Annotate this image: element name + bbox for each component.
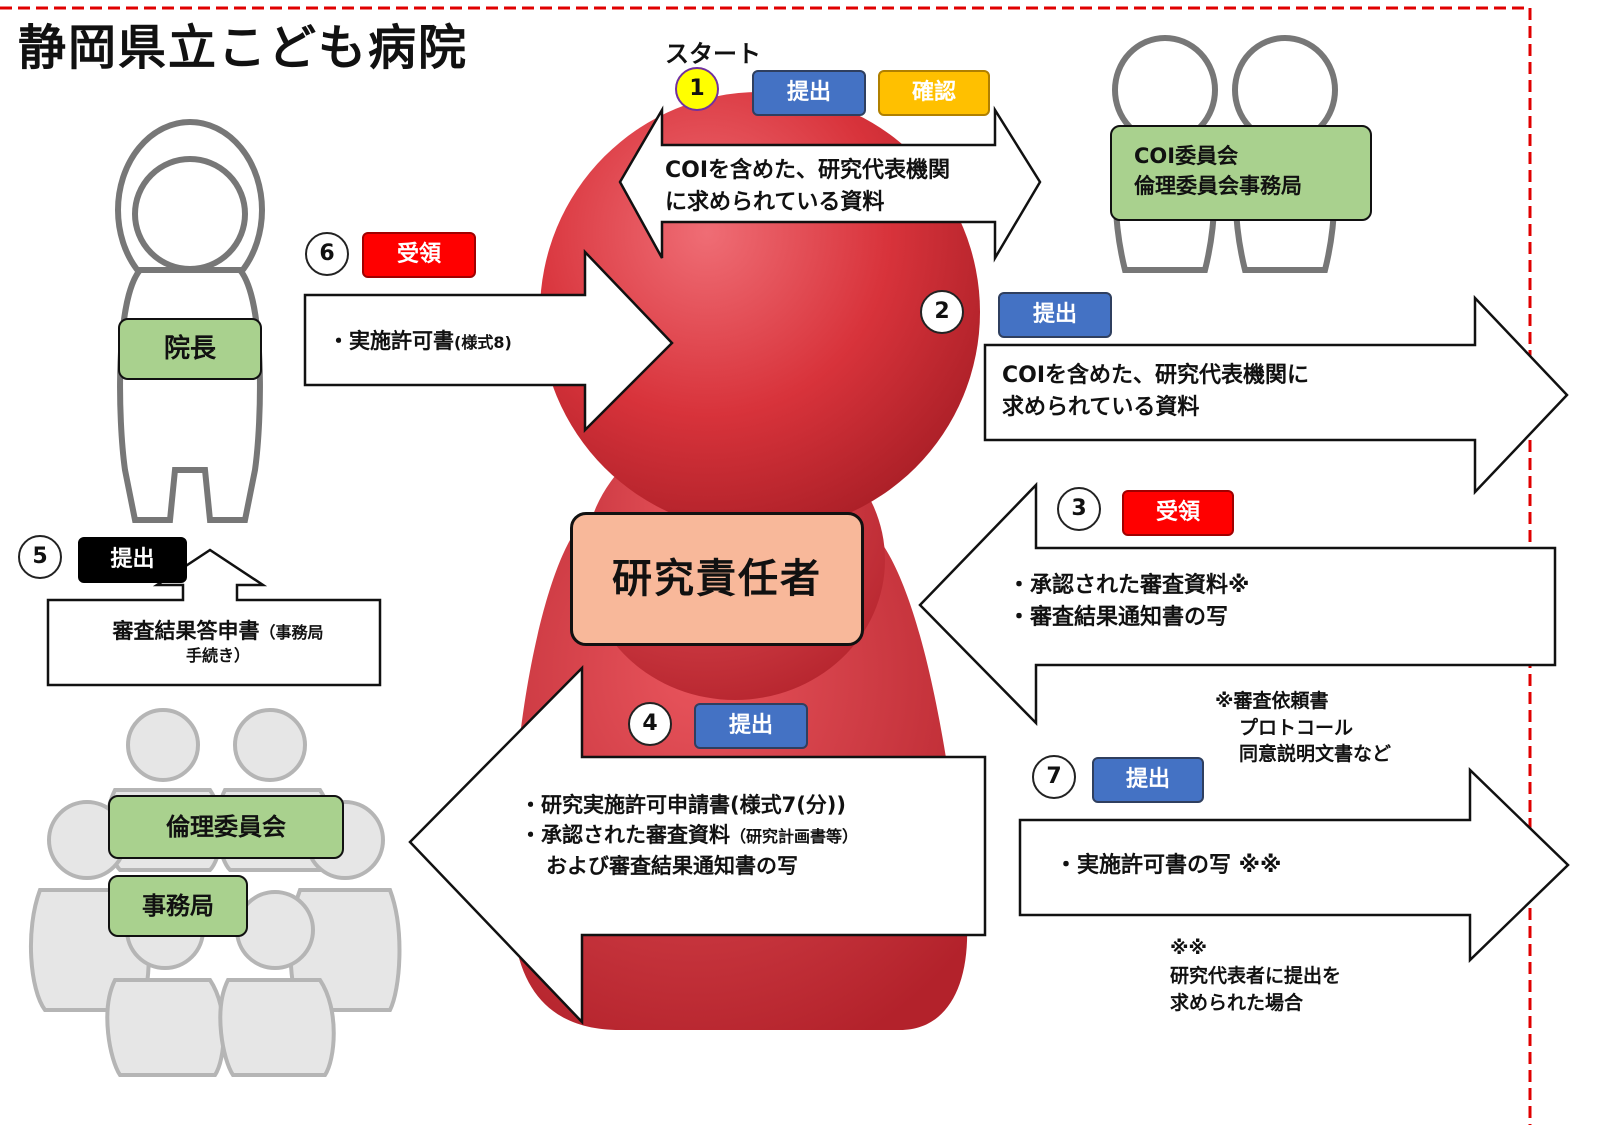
step1-submit-badge: 提出 xyxy=(752,70,866,116)
arrow-step3-left xyxy=(918,481,1557,727)
researcher-box: 研究責任者 xyxy=(570,512,864,646)
start-label: スタート xyxy=(665,40,761,68)
step2-number: 2 xyxy=(920,290,964,334)
step4-number: 4 xyxy=(628,702,672,746)
director-box: 院長 xyxy=(118,318,262,380)
step5-number: 5 xyxy=(18,535,62,579)
step3-receive-badge: 受領 xyxy=(1122,490,1234,536)
page-title: 静岡県立こども病院 xyxy=(18,20,469,76)
step7-submit-badge: 提出 xyxy=(1092,757,1204,803)
step1-text: COIを含めた、研究代表機関に求められている資料 xyxy=(665,158,951,215)
step6-text: ・実施許可書(様式8) xyxy=(328,329,512,353)
step5-text: 審査結果答申書（事務局 手続き） xyxy=(112,619,324,666)
arrow-step2-right xyxy=(983,294,1569,496)
note-review-documents: ※審査依頼書 プロトコール 同意説明文書など xyxy=(1215,690,1392,766)
step2-submit-badge: 提出 xyxy=(998,292,1112,338)
step6-receive-badge: 受領 xyxy=(362,232,476,278)
step6-number: 6 xyxy=(305,232,349,276)
step1-number: 1 xyxy=(675,67,719,111)
ethics-committee-box: 倫理委員会 xyxy=(108,795,344,859)
note-submission-condition: ※※研究代表者に提出を求められた場合 xyxy=(1170,937,1342,1015)
step4-submit-badge: 提出 xyxy=(694,703,808,749)
arrow-step4-left xyxy=(408,664,987,1026)
coi-committee-box: COI委員会倫理委員会事務局 xyxy=(1110,125,1372,221)
step3-number: 3 xyxy=(1057,487,1101,531)
step5-submit-badge: 提出 xyxy=(78,537,187,583)
step7-number: 7 xyxy=(1032,755,1076,799)
arrow-step5-up xyxy=(46,548,382,687)
step3-text: ・承認された審査資料※・審査結果通知書の写 xyxy=(1008,573,1250,630)
boundary-dashed-line xyxy=(0,6,1532,1125)
secretariat-box: 事務局 xyxy=(108,875,248,937)
step7-text: ・実施許可書の写 ※※ xyxy=(1055,853,1282,878)
step4-text: ・研究実施許可申請書(様式7(分)) ・承認された審査資料（研究計画書等） およ… xyxy=(520,793,859,878)
step1-confirm-badge: 確認 xyxy=(878,70,990,116)
step2-text: COIを含めた、研究代表機関に求められている資料 xyxy=(1002,363,1310,420)
arrow-step6-right xyxy=(303,248,674,434)
arrow-step1-bidirectional xyxy=(618,105,1042,263)
arrow-step7-right xyxy=(1018,767,1570,963)
